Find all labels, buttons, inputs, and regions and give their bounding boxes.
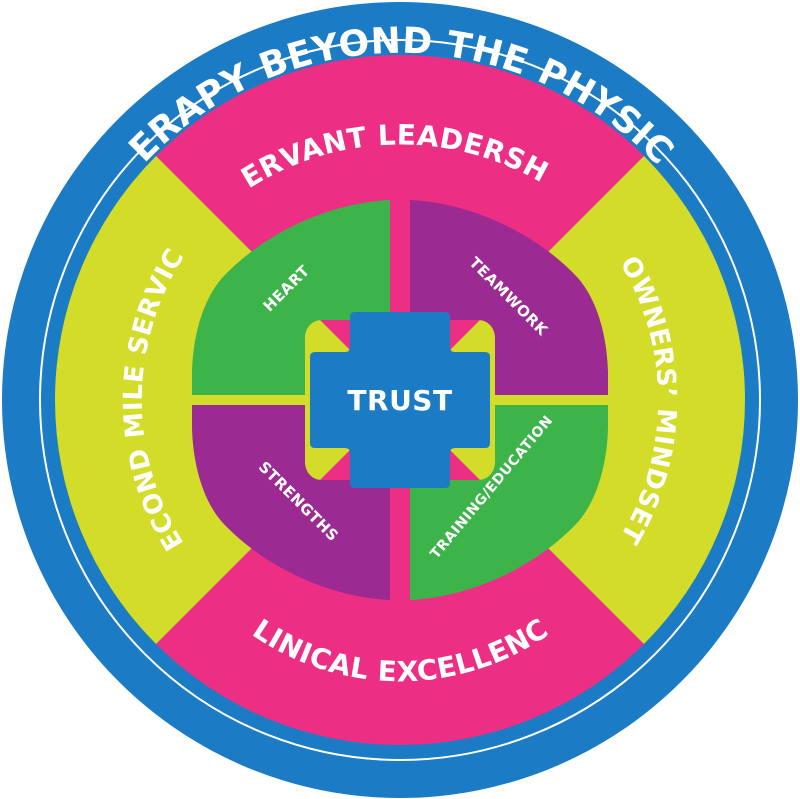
ring-divider-line (39, 39, 761, 761)
center-trust-cross (310, 312, 490, 488)
petal-training-education (410, 405, 608, 600)
petal-teamwork (410, 200, 608, 395)
petal-strengths (192, 405, 390, 600)
center-label-trust: TRUST (347, 384, 452, 417)
petal-heart (192, 200, 390, 395)
